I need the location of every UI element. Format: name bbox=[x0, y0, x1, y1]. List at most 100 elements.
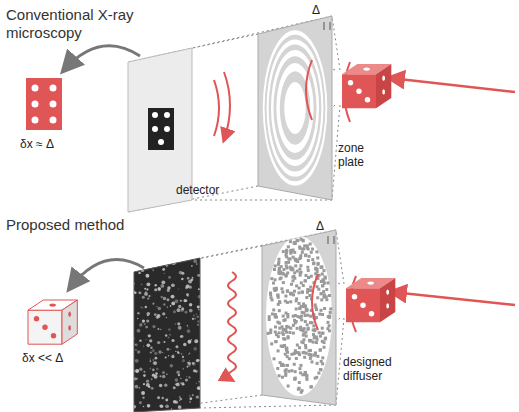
speckle-dot bbox=[170, 364, 174, 368]
diffuser-dot bbox=[316, 263, 319, 266]
diffuser-dot bbox=[328, 294, 331, 297]
speckle-dot bbox=[189, 401, 191, 403]
diffuser-dot bbox=[300, 318, 303, 321]
diffuser-dot bbox=[276, 367, 279, 370]
zone-ring bbox=[273, 56, 316, 160]
speckle-dot bbox=[178, 305, 181, 308]
diffuser-dot bbox=[274, 340, 277, 343]
diffuser-dot bbox=[289, 292, 292, 295]
diffuser-dot bbox=[284, 295, 287, 298]
diffuser-dot bbox=[321, 284, 324, 287]
diffuser-dot bbox=[310, 385, 313, 388]
speckle-dot bbox=[186, 293, 189, 296]
diffuser-dot bbox=[275, 340, 278, 343]
speckle-dot bbox=[192, 318, 194, 320]
die-pip bbox=[68, 312, 71, 317]
speckle-dot bbox=[196, 395, 199, 398]
speckle-dot bbox=[139, 339, 141, 341]
diffuser-dot bbox=[319, 349, 322, 352]
diffuser-dot bbox=[299, 271, 302, 274]
speckle-dot bbox=[134, 377, 137, 380]
diffuser-dot bbox=[296, 315, 299, 318]
speckle-dot bbox=[177, 351, 179, 353]
diffuser-dot bbox=[321, 313, 324, 316]
speckle-dot bbox=[160, 405, 163, 408]
diffuser-dot bbox=[309, 340, 312, 343]
diffuser-dot bbox=[320, 280, 323, 283]
diffuser-dot bbox=[275, 288, 278, 291]
diffuser-dot bbox=[277, 258, 280, 261]
speckle-dot bbox=[156, 306, 157, 307]
speckle-dot bbox=[199, 388, 200, 389]
diffuser-dot bbox=[285, 274, 288, 277]
diffuser-dot bbox=[270, 296, 273, 299]
speckle-dot bbox=[143, 374, 146, 377]
diffuser-dot bbox=[322, 332, 325, 335]
diffuser-dot bbox=[320, 266, 323, 269]
speckle-dot bbox=[133, 370, 135, 372]
speckle-dot bbox=[158, 287, 161, 290]
diffuser-dot bbox=[305, 374, 308, 377]
diffuser-dot bbox=[300, 328, 303, 331]
diffuser-dot bbox=[306, 291, 309, 294]
speckle-dot bbox=[162, 371, 165, 374]
diffuser-dot bbox=[292, 275, 295, 278]
speckle-dot bbox=[189, 360, 190, 361]
speckle-dot bbox=[140, 306, 142, 308]
diffuser-dot bbox=[274, 330, 277, 333]
speckle-dot bbox=[166, 298, 169, 301]
speckle-dot bbox=[152, 361, 155, 364]
speckle-dot bbox=[147, 298, 149, 300]
diffuser-dot bbox=[322, 296, 325, 299]
diffuser-dot bbox=[285, 255, 288, 258]
diffuser-dot bbox=[311, 321, 314, 324]
diffuser-dot bbox=[317, 262, 320, 265]
speckle-dot bbox=[178, 374, 180, 376]
speckle-dot bbox=[174, 299, 178, 303]
diffuser-dot bbox=[296, 239, 299, 242]
speckle-dot bbox=[192, 394, 194, 396]
die-pip bbox=[365, 97, 370, 102]
cube-face bbox=[28, 310, 62, 344]
speckle-dot bbox=[150, 347, 152, 349]
speckle-dot bbox=[157, 314, 161, 318]
proposed-setup bbox=[70, 230, 515, 412]
diffuser-dot bbox=[295, 357, 298, 360]
speckle-dot bbox=[171, 283, 175, 287]
diffuser-dot bbox=[278, 267, 281, 270]
diffuser-dot bbox=[323, 346, 326, 349]
diffuser-dot bbox=[320, 266, 323, 269]
speckle-dot bbox=[178, 288, 179, 289]
diffuser-dot bbox=[288, 331, 291, 334]
diffuser-dot bbox=[284, 372, 287, 375]
speckle-dot bbox=[169, 334, 171, 336]
speckle-dot bbox=[154, 357, 157, 360]
diffuser-dot bbox=[309, 339, 312, 342]
speckle-dot bbox=[197, 386, 201, 390]
diffuser-dot bbox=[315, 308, 318, 311]
diffuser-dot bbox=[304, 279, 307, 282]
diffuser-dot bbox=[299, 328, 302, 331]
diffuser-dot bbox=[301, 251, 304, 254]
die-pip bbox=[352, 294, 357, 299]
diffuser-dot bbox=[270, 342, 273, 345]
diffuser-dot bbox=[294, 370, 297, 373]
diffuser-dot bbox=[304, 320, 307, 323]
speckle-dot bbox=[178, 405, 182, 409]
diffuser-dot bbox=[274, 325, 277, 328]
diffuser-dot bbox=[287, 336, 290, 339]
speckle-dot bbox=[198, 295, 202, 299]
cube-face bbox=[342, 74, 376, 108]
speckle-dot bbox=[180, 398, 183, 401]
speckle-dot bbox=[171, 302, 175, 306]
diffuser-dot bbox=[285, 368, 288, 371]
speckle-dot bbox=[168, 276, 171, 279]
diffuser-dot bbox=[305, 335, 308, 338]
diffuser-dot bbox=[305, 296, 308, 299]
speckle-dot bbox=[165, 404, 169, 408]
speckle-dot bbox=[189, 303, 192, 306]
die-pip bbox=[49, 303, 56, 306]
diffuser-dot bbox=[326, 281, 329, 284]
diffuser-dot bbox=[293, 290, 296, 293]
